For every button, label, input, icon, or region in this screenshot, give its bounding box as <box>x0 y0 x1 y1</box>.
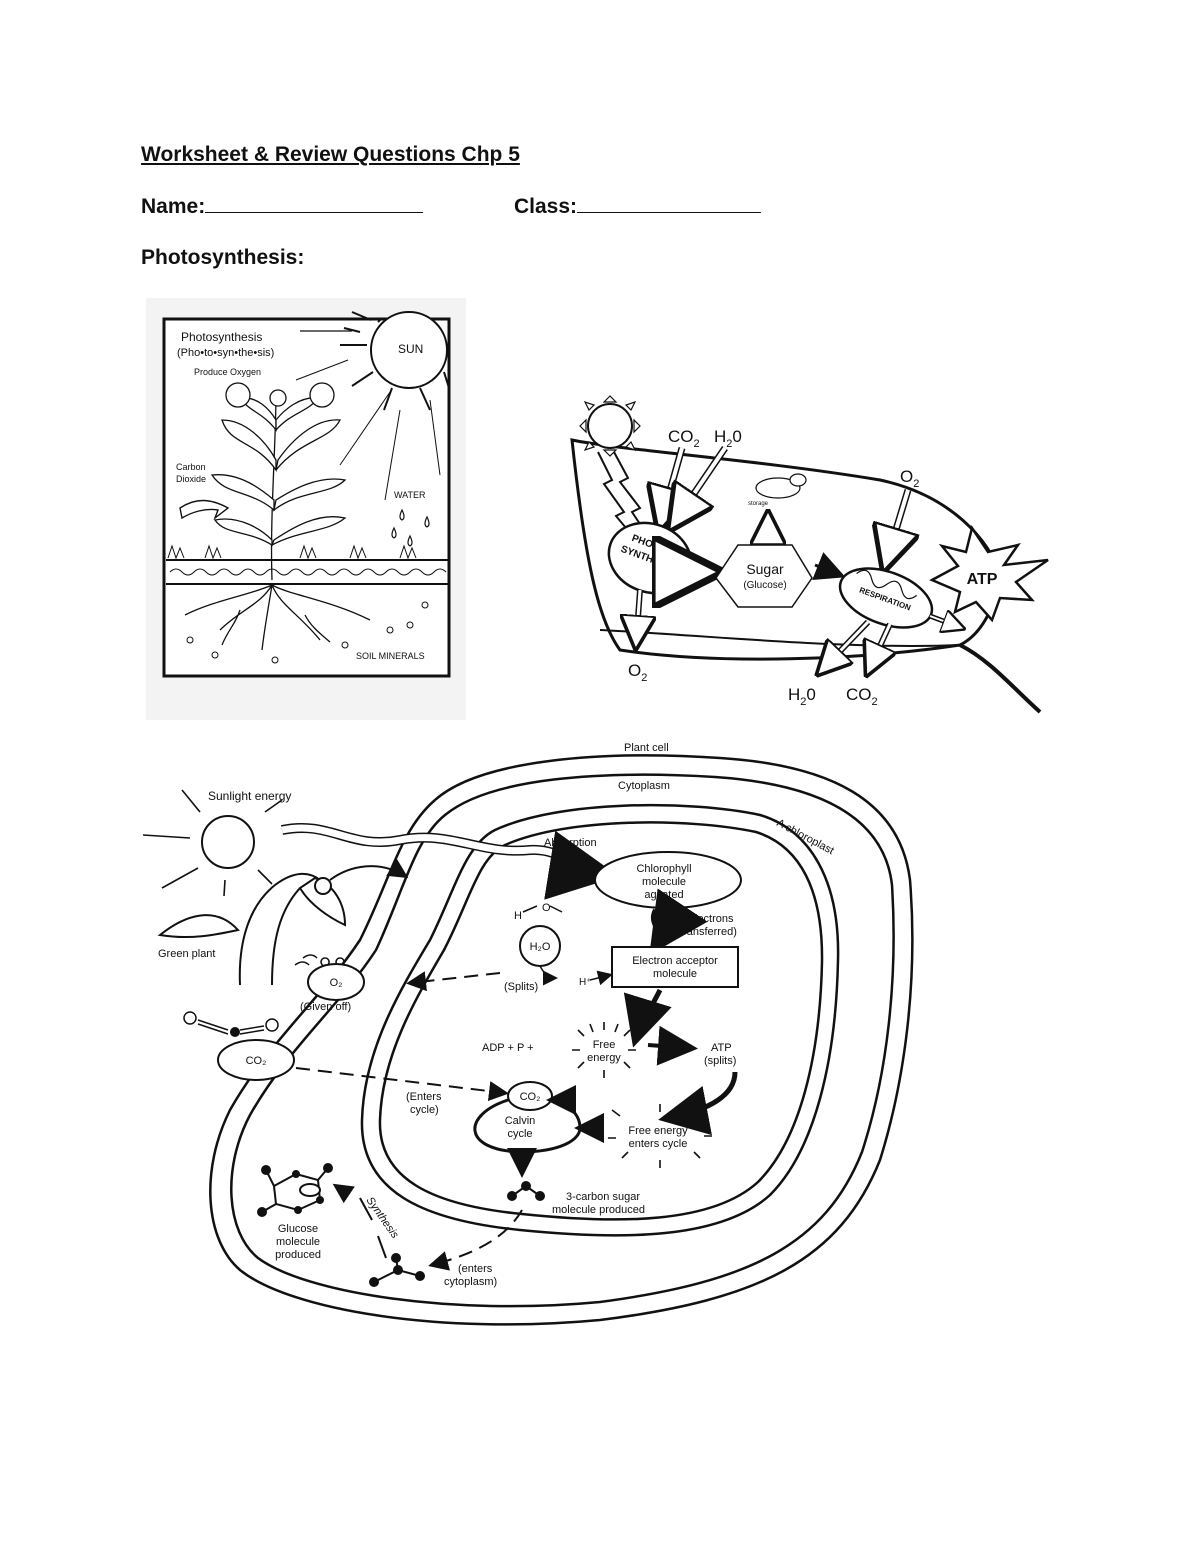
co2-node <box>217 1039 295 1081</box>
cell-enters-cyto-1: (enters <box>458 1263 493 1275</box>
leaf-glucose: (Glucose) <box>743 580 786 591</box>
fig1-oxygen: Produce Oxygen <box>194 367 261 377</box>
worksheet-title: Worksheet & Review Questions Chp 5 <box>141 143 520 166</box>
leaf-h2o: H20 <box>714 427 742 450</box>
cell-absorption: Absorption <box>544 837 597 849</box>
fig1-title: Photosynthesis <box>181 330 262 344</box>
cell-free-2: energy <box>587 1052 621 1064</box>
cell-chlorophyll-2: molecule <box>642 876 686 888</box>
fig1-pronunciation: (Pho•to•syn•the•sis) <box>177 347 274 359</box>
leaf-co2: CO2 <box>668 427 700 450</box>
fig1-water: WATER <box>394 490 426 500</box>
cell-h2o: H₂O <box>530 941 551 953</box>
cell-enters-2: cycle) <box>410 1104 439 1116</box>
cell-chlorophyll-1: Chlorophyll <box>636 863 691 875</box>
cell-electrons-2: transferred) <box>680 926 737 938</box>
plant-drawing <box>210 382 347 581</box>
cell-sugar3-1: 3-carbon sugar <box>566 1191 640 1203</box>
cell-free-1: Free <box>593 1039 616 1051</box>
cell-co2-cycle: CO₂ <box>520 1091 541 1103</box>
cell-hplus: H⁺ <box>579 977 592 988</box>
cell-glucose-3: produced <box>275 1249 321 1261</box>
cell-green-plant: Green plant <box>158 948 215 960</box>
carbon-arrow-icon <box>179 499 230 521</box>
cell-atp-2: (splits) <box>704 1055 736 1067</box>
cell-fe-cycle-2: enters cycle <box>629 1138 688 1150</box>
class-label: Class: <box>514 195 578 218</box>
o2-node <box>307 963 365 1001</box>
class-line: Class: <box>514 194 762 219</box>
leaf-co2-bottom: CO2 <box>846 685 878 708</box>
cell-atp-1: ATP <box>711 1042 732 1054</box>
cell-adp: ADP + P + <box>482 1042 534 1054</box>
name-line: Name: <box>141 194 424 219</box>
leaf-h2o-bottom: H20 <box>788 685 816 708</box>
sugar-node <box>715 544 813 608</box>
storage-icon <box>755 473 807 499</box>
glucose-molecule-icon <box>257 1163 333 1217</box>
cell-o2: O₂ <box>330 977 343 989</box>
leaf-o2-top: O2 <box>900 467 919 490</box>
leaf-atp: ATP <box>967 571 998 588</box>
cell-h: H <box>514 910 522 922</box>
cell-sun-icon <box>142 789 283 897</box>
cell-cytoplasm: Cytoplasm <box>618 780 670 792</box>
water-drops-icon <box>391 508 430 547</box>
class-blank[interactable] <box>577 194 762 213</box>
three-carbon-cytoplasm-icon <box>369 1253 425 1287</box>
green-plant-drawing <box>157 872 347 986</box>
fig1-carbon-1: Carbon <box>176 462 206 472</box>
electron-acceptor-node <box>611 946 739 988</box>
section-heading: Photosynthesis: <box>141 246 305 269</box>
co2-molecule-icon <box>183 1011 279 1037</box>
figure-coloring-page: Photosynthesis (Pho•to•syn•the•sis) Prod… <box>146 298 466 720</box>
name-blank[interactable] <box>205 194 424 213</box>
cell-o: O <box>542 902 551 914</box>
cell-synthesis: Synthesis <box>364 1195 401 1241</box>
cell-co2: CO₂ <box>246 1055 267 1067</box>
cell-glucose-1: Glucose <box>278 1223 318 1235</box>
cell-calvin-1: Calvin <box>505 1115 536 1127</box>
cell-glucose-2: molecule <box>276 1236 320 1248</box>
figure-plant-cell: Plant cell Cytoplasm A chloroplast Sunli… <box>142 742 914 1326</box>
free-energy-cycle-burst-icon <box>608 1104 712 1168</box>
fig1-soil: SOIL MINERALS <box>356 651 425 661</box>
cell-acceptor-1: Electron acceptor <box>632 955 718 967</box>
leaf-storage: storage <box>748 501 769 507</box>
cell-fe-cycle-1: Free energy <box>628 1125 688 1137</box>
chloroplast-outline <box>360 803 840 1237</box>
atp-burst-icon <box>929 524 1049 623</box>
cell-chlorophyll-3: agitated <box>644 889 683 901</box>
cell-enters-cyto-2: cytoplasm) <box>444 1276 497 1288</box>
cell-electrons-1: (Electrons <box>684 913 734 925</box>
sun-icon <box>340 311 450 411</box>
fig1-sun: SUN <box>398 342 423 356</box>
cell-sugar3-2: molecule produced <box>552 1204 645 1216</box>
cell-chloroplast: A chloroplast <box>775 817 836 857</box>
cell-enters-1: (Enters <box>406 1091 442 1103</box>
cell-acceptor-2: molecule <box>653 968 697 980</box>
figure-leaf: CO2 H20 PHOTO SYNTHESIS O2 Sugar (Glucos… <box>570 395 1049 714</box>
cell-sunlight: Sunlight energy <box>208 789 291 803</box>
leaf-sun-icon <box>579 395 641 457</box>
cell-given-off: (Given off) <box>300 1001 351 1013</box>
fig1-carbon-2: Dioxide <box>176 474 206 484</box>
leaf-o2-bottom: O2 <box>628 661 647 684</box>
plant-cell-wall <box>209 754 914 1326</box>
cell-splits: (Splits) <box>504 981 538 993</box>
three-carbon-molecule-icon <box>507 1181 545 1201</box>
leaf-sugar: Sugar <box>746 561 784 577</box>
cell-plant-cell: Plant cell <box>624 742 669 754</box>
name-label: Name: <box>141 195 206 218</box>
cell-calvin-2: cycle <box>507 1128 532 1140</box>
